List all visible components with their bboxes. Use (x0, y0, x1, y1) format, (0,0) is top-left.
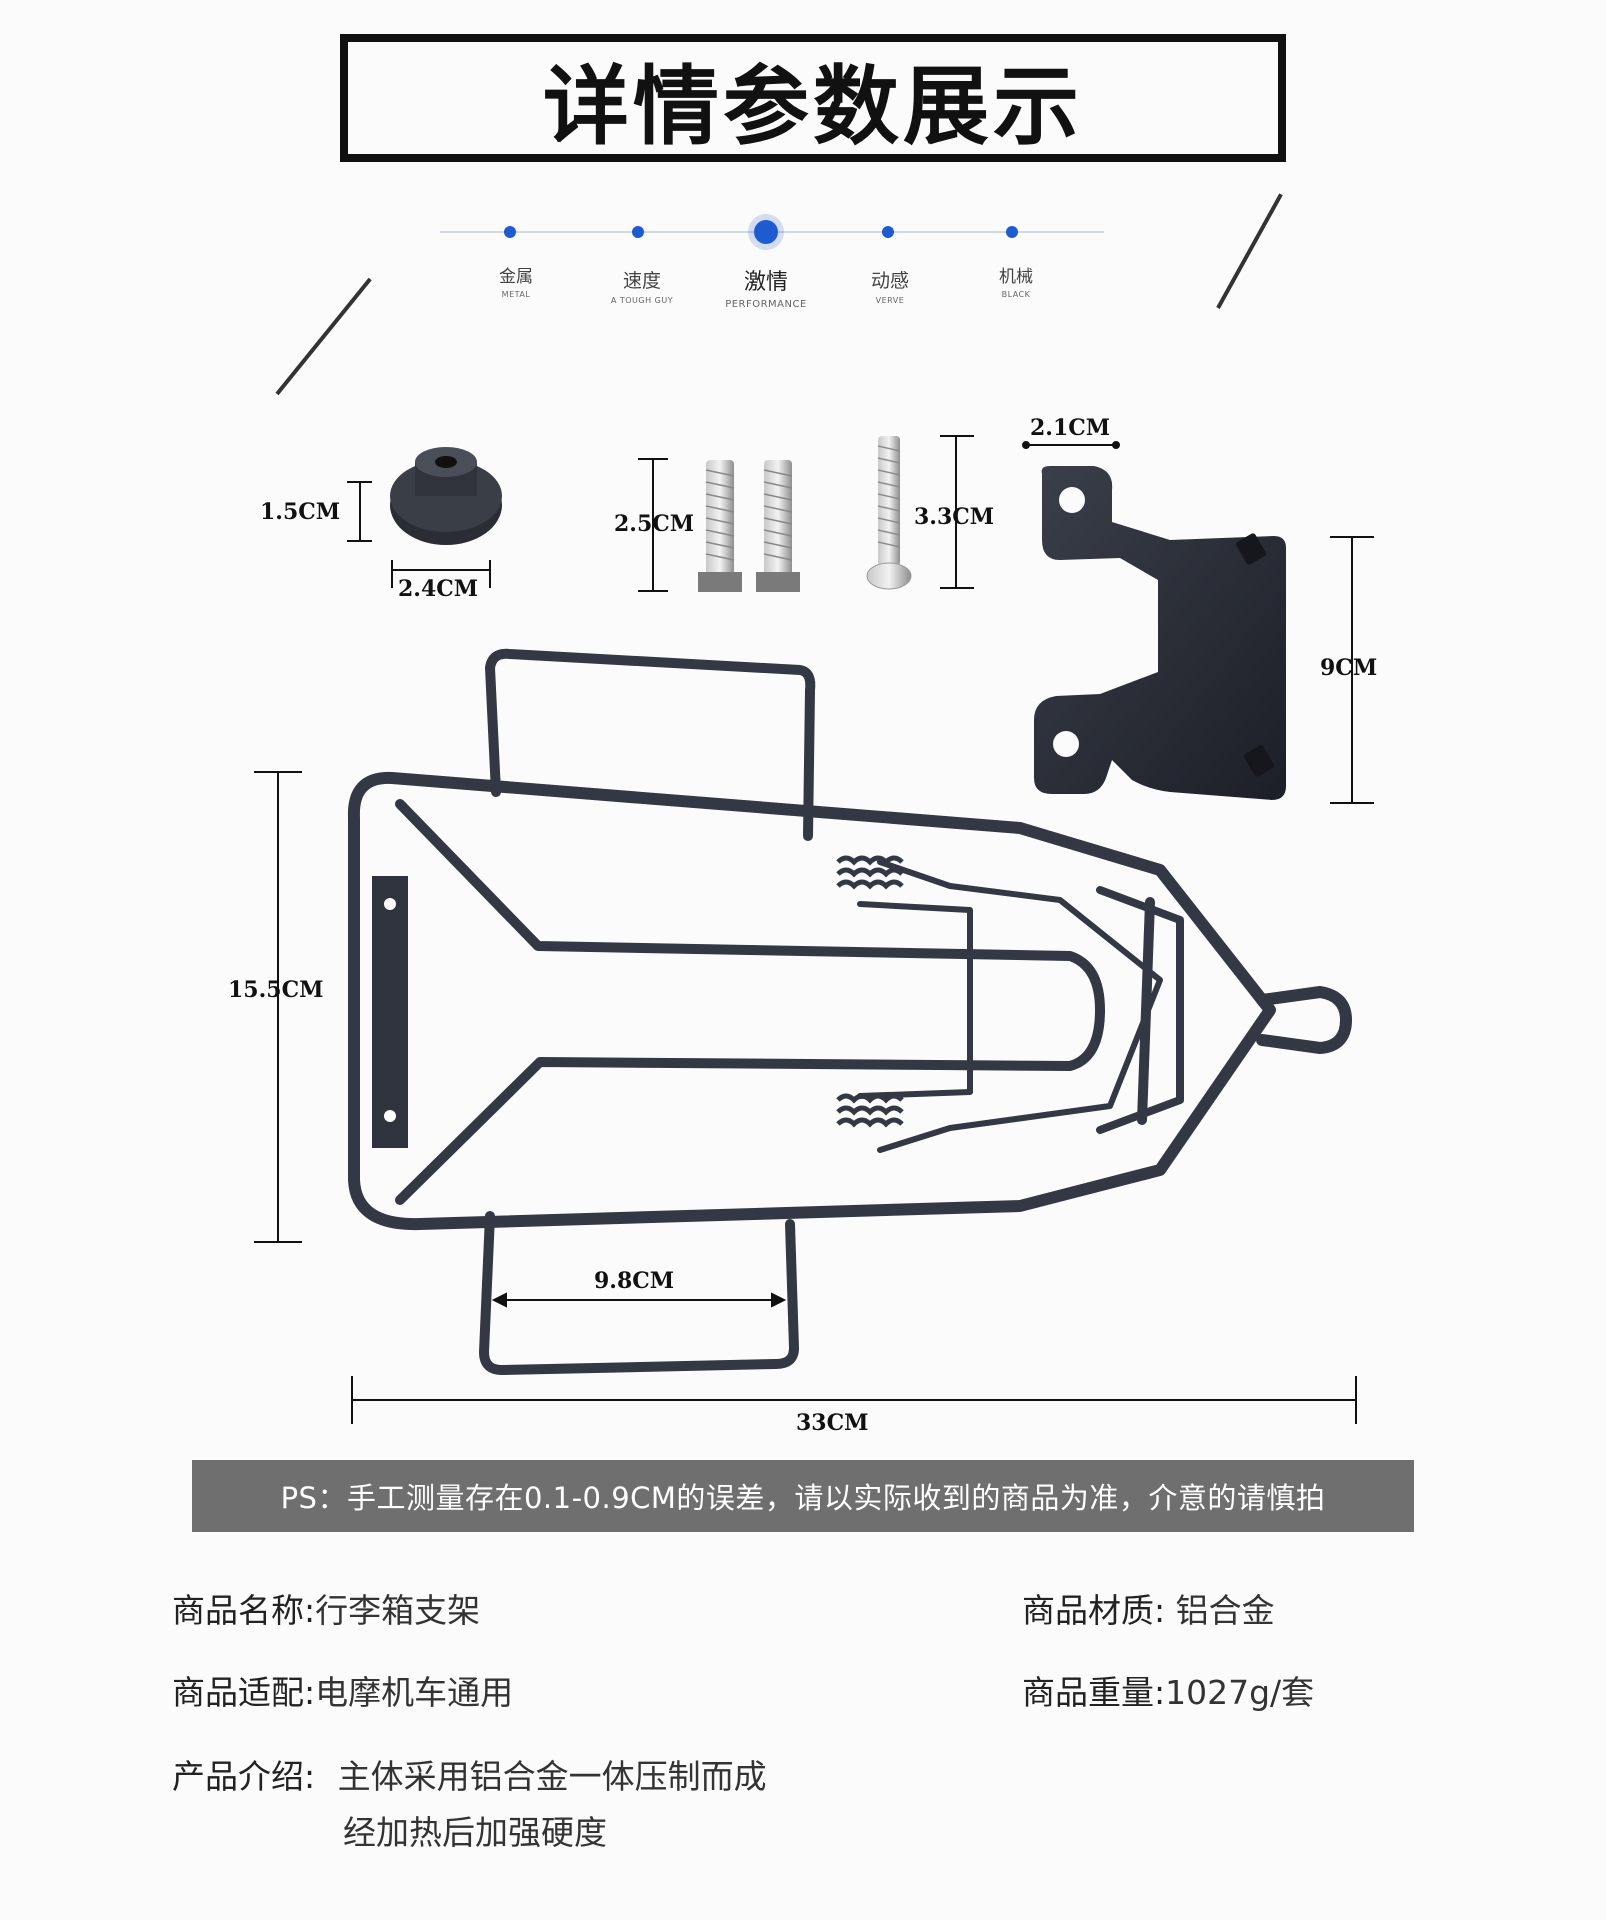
spec-value: 电摩机车通用 (315, 1673, 514, 1712)
rack-springs (836, 855, 904, 1128)
washer-height-label: 1.5CM (260, 499, 340, 525)
bracket-height-line (1330, 536, 1374, 804)
mount-hole-icon (384, 898, 396, 910)
washer-height-line (347, 481, 372, 542)
spec-fit: 商品适配:电摩机车通用 (172, 1666, 513, 1714)
timeline-item-speed: 速度 A TOUGH GUY (562, 266, 722, 305)
timeline-item-verve: 动感 VERVE (810, 266, 970, 305)
rack-mount-plate (372, 876, 408, 1148)
timeline-label-en: METAL (501, 290, 531, 299)
timeline-item-passion: 激情 PERFORMANCE (686, 264, 846, 310)
timeline-label-cn: 速度 (622, 270, 661, 292)
timeline-label-en: BLACK (1001, 290, 1031, 299)
spec-label: 产品介绍: (172, 1757, 316, 1796)
timeline-dot-5 (1006, 226, 1018, 238)
spec-value: 铝合金 (1175, 1591, 1275, 1630)
hex-bolt-1 (698, 460, 742, 592)
handle-width-label: 9.8CM (594, 1268, 674, 1294)
mount-bracket (1034, 466, 1286, 800)
rack-length-label: 33CM (796, 1410, 868, 1436)
bolt-length-label: 2.5CM (614, 511, 694, 537)
luggage-rack (347, 648, 1352, 1375)
spec-value: 1027g/套 (1165, 1673, 1315, 1712)
screw-length-label: 3.3CM (914, 504, 994, 530)
timeline-dot-2 (632, 226, 644, 238)
spec-weight: 商品重量:1027g/套 (1022, 1666, 1314, 1714)
hex-bolt-2 (756, 460, 800, 592)
spec-value: 行李箱支架 (315, 1591, 481, 1630)
timeline-label-en: PERFORMANCE (725, 299, 807, 310)
spec-intro-line2: 经加热后加强硬度 (343, 1813, 607, 1852)
rack-height-label: 15.5CM (228, 977, 323, 1003)
rubber-washer (390, 447, 502, 545)
rack-height-line (254, 771, 302, 1243)
rack-length-line (351, 1376, 1357, 1424)
spec-material: 商品材质: 铝合金 (1022, 1584, 1275, 1632)
ps-note: PS：手工测量存在0.1-0.9CM的误差，请以实际收到的商品为准，介意的请慎拍 (280, 1481, 1326, 1515)
timeline-label-en: A TOUGH GUY (610, 296, 674, 305)
bracket-height-label: 9CM (1320, 655, 1377, 681)
product-diagram: 1.5CM 2.4CM 2.5CM (228, 415, 1377, 1436)
spec-label: 商品名称: (172, 1591, 316, 1630)
timeline-label-cn: 激情 (743, 270, 788, 295)
timeline-dot-3 (754, 220, 778, 244)
spec-label: 商品材质: (1022, 1591, 1166, 1630)
handle-width-arrow (491, 1292, 787, 1308)
timeline-item-metal: 金属 METAL (436, 262, 596, 299)
spec-intro: 产品介绍: 主体采用铝合金一体压制而成 (172, 1750, 767, 1798)
ps-note-bar: PS：手工测量存在0.1-0.9CM的误差，请以实际收到的商品为准，介意的请慎拍 (192, 1460, 1414, 1532)
spec-label: 商品重量: (1022, 1673, 1166, 1712)
title-box: 详情参数展示 (340, 34, 1286, 162)
bolt-length-line (638, 458, 668, 592)
timeline-item-machine: 机械 BLACK (936, 262, 1096, 299)
timeline-dot-4 (882, 226, 894, 238)
rack-tip-hole-icon (1314, 1010, 1334, 1030)
bracket-width-label: 2.1CM (1030, 415, 1110, 441)
washer-width-label: 2.4CM (398, 576, 478, 602)
mount-hole-icon (384, 1110, 396, 1122)
spec-value: 主体采用铝合金一体压制而成 (337, 1757, 767, 1796)
timeline-label-cn: 机械 (999, 267, 1033, 287)
bracket-width-line (1022, 441, 1120, 449)
spec-product-name: 商品名称:行李箱支架 (172, 1584, 480, 1632)
screw-length-line (940, 435, 974, 589)
spec-label: 商品适配: (172, 1673, 316, 1712)
washer-width-line (391, 560, 491, 588)
page-title: 详情参数展示 (543, 56, 1083, 157)
timeline-label-en: VERVE (875, 296, 905, 305)
timeline-dot-1 (504, 226, 516, 238)
round-head-screw (866, 436, 912, 590)
timeline-label-cn: 金属 (499, 267, 533, 287)
timeline-label-cn: 动感 (870, 270, 909, 292)
